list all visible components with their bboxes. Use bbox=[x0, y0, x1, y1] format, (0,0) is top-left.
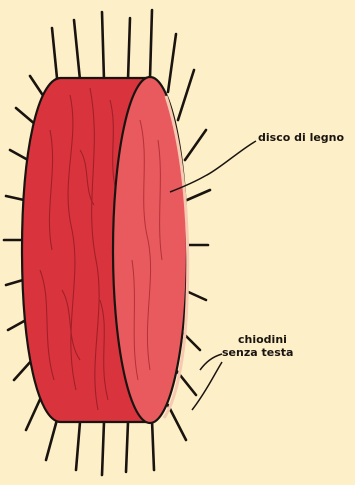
nail-26 bbox=[10, 150, 28, 160]
nail-17 bbox=[102, 422, 104, 475]
nail-19 bbox=[46, 416, 58, 460]
nail-4 bbox=[128, 18, 130, 80]
nails-label-line1: chiodini bbox=[238, 334, 287, 346]
nail-2 bbox=[74, 20, 80, 80]
nails-pointer-lower bbox=[192, 362, 222, 410]
nail-16 bbox=[126, 422, 128, 472]
nail-6 bbox=[168, 34, 176, 92]
nails-label-line2: senza testa bbox=[222, 347, 293, 359]
nail-21 bbox=[14, 360, 32, 380]
nail-20 bbox=[26, 395, 42, 430]
nail-9 bbox=[187, 190, 210, 200]
nail-15 bbox=[152, 420, 154, 470]
nail-22 bbox=[8, 320, 26, 330]
nail-3 bbox=[102, 12, 104, 80]
nail-7 bbox=[178, 70, 194, 120]
nail-23 bbox=[6, 280, 23, 285]
wooden-disc-label: disco di legno bbox=[258, 132, 344, 144]
nail-18 bbox=[76, 422, 80, 470]
nail-25 bbox=[6, 196, 24, 200]
nail-8 bbox=[185, 130, 206, 160]
nail-14 bbox=[168, 405, 186, 440]
nail-5 bbox=[150, 10, 152, 78]
